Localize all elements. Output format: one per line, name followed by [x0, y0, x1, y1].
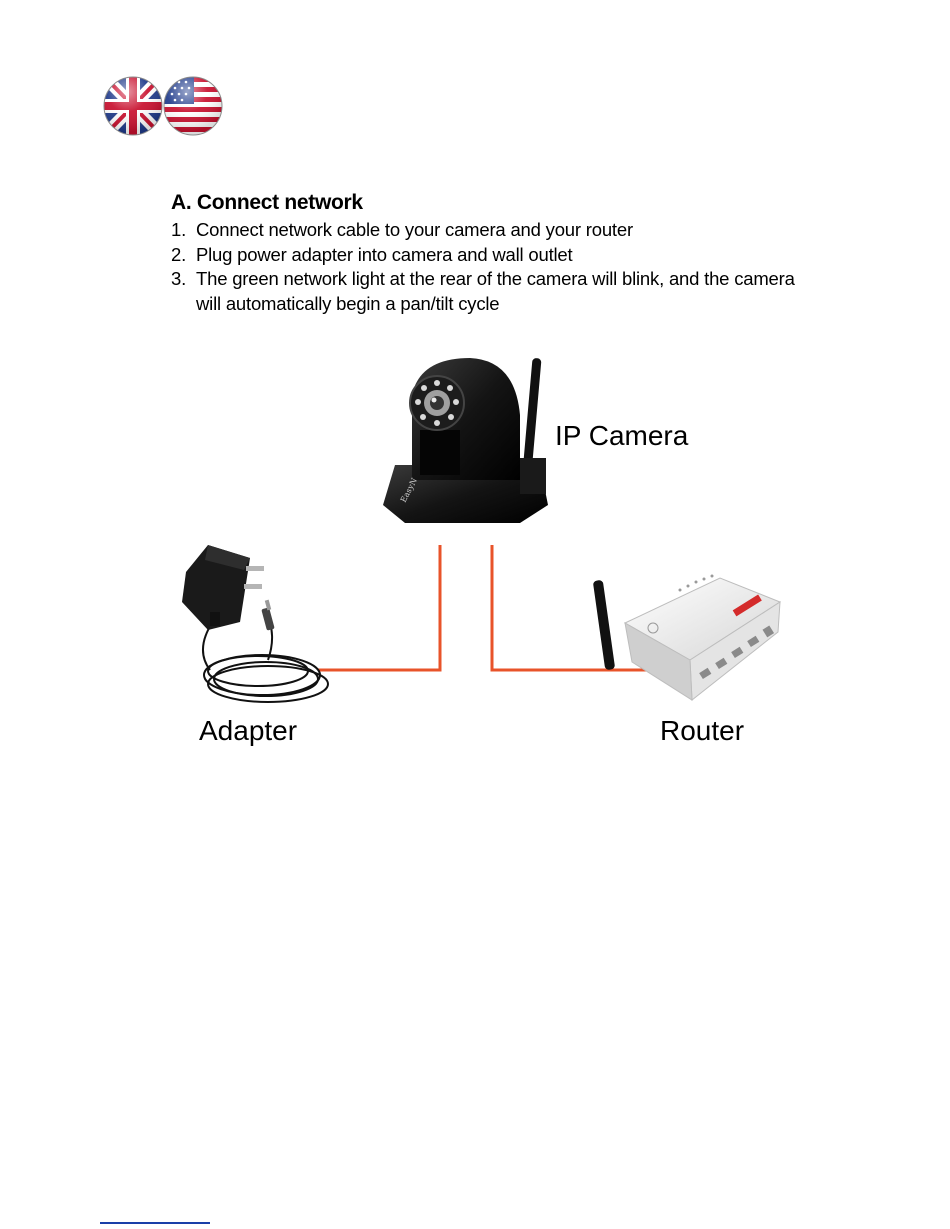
power-adapter-icon: [182, 545, 328, 702]
us-flag-icon: [162, 74, 224, 138]
ip-camera-icon: EasyN: [383, 358, 548, 523]
adapter-cable: [318, 545, 440, 670]
router-label: Router: [660, 715, 744, 747]
adapter-label: Adapter: [199, 715, 297, 747]
step-text: The green network light at the rear of t…: [196, 268, 795, 314]
step-text: Connect network cable to your camera and…: [196, 219, 633, 240]
uk-flag-icon: [102, 74, 164, 138]
step-number: 3.: [171, 267, 186, 292]
step-number: 2.: [171, 243, 186, 268]
footer-rule: [100, 1222, 210, 1224]
step-number: 1.: [171, 218, 186, 243]
router-cable: [492, 545, 652, 670]
ip-camera-label: IP Camera: [555, 420, 688, 452]
language-flags: [102, 74, 224, 138]
list-item: 1. Connect network cable to your camera …: [171, 218, 811, 243]
connect-network-section: A. Connect network 1. Connect network ca…: [171, 190, 811, 316]
section-heading: A. Connect network: [171, 190, 811, 216]
connection-diagram: EasyN: [0, 340, 950, 760]
list-item: 2. Plug power adapter into camera and wa…: [171, 243, 811, 268]
step-text: Plug power adapter into camera and wall …: [196, 244, 572, 265]
router-icon: [593, 575, 780, 701]
list-item: 3. The green network light at the rear o…: [171, 267, 811, 316]
steps-list: 1. Connect network cable to your camera …: [171, 218, 811, 316]
